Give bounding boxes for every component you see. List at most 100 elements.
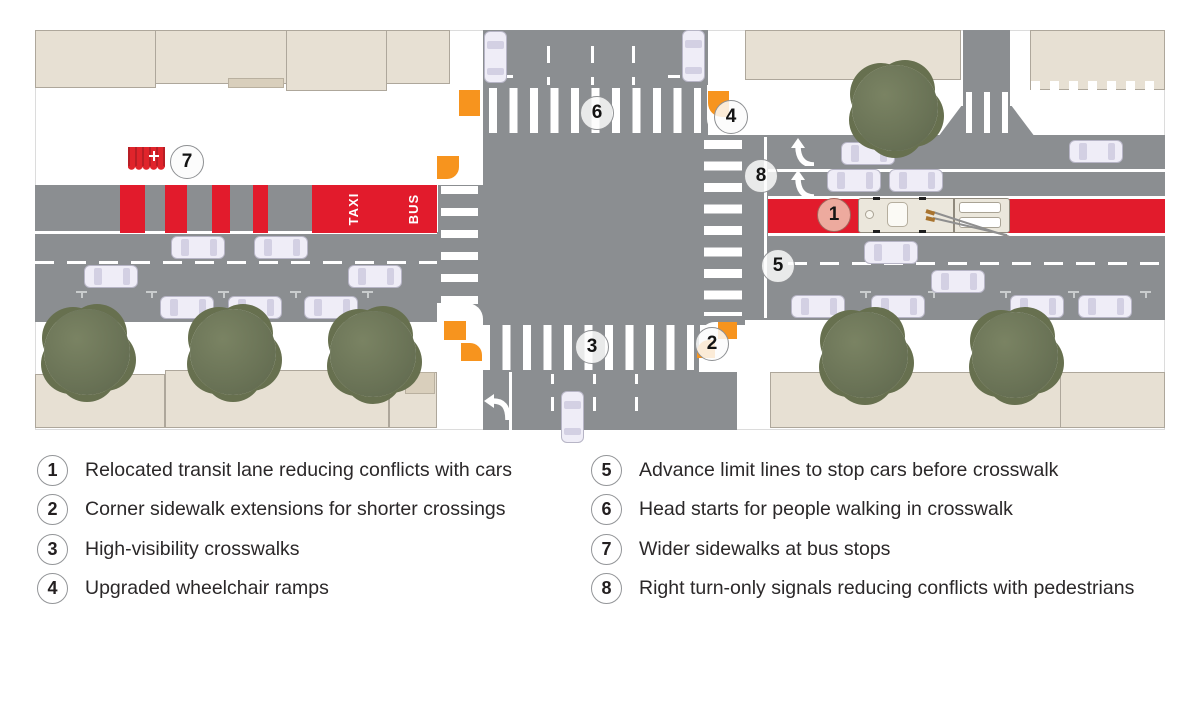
legend-item-1: 1 Relocated transit lane reducing confli… xyxy=(37,454,512,486)
advance-limit-tick xyxy=(668,75,680,78)
legend-number-7: 7 xyxy=(591,533,622,565)
car xyxy=(348,265,402,288)
building xyxy=(386,30,450,84)
legend-text-1: Relocated transit lane reducing conflict… xyxy=(85,458,513,481)
legend-item-7: 7 Wider sidewalks at bus stops xyxy=(591,533,890,565)
tree xyxy=(44,309,130,395)
transit-lane-west xyxy=(312,185,437,233)
car xyxy=(254,236,308,259)
bus-shelter-detail xyxy=(149,151,159,161)
map-callout-6: 6 xyxy=(580,96,614,130)
parked-car xyxy=(304,296,358,319)
vehicle-detail xyxy=(865,210,874,219)
car xyxy=(682,30,705,82)
bus-zone-stripe xyxy=(165,185,187,233)
building xyxy=(745,30,961,80)
lane-dash xyxy=(635,374,638,384)
legend-item-2: 2 Corner sidewalk extensions for shorter… xyxy=(37,493,506,525)
parked-car xyxy=(791,295,845,318)
wheelchair-ramp xyxy=(444,321,466,340)
legend-number-6: 6 xyxy=(591,493,622,525)
bus-zone-stripe xyxy=(253,185,268,233)
legend-text-2: Corner sidewalk extensions for shorter c… xyxy=(85,497,506,520)
lane-dash xyxy=(593,397,596,411)
lane-dash xyxy=(632,77,635,85)
parking-tee xyxy=(1068,291,1079,300)
car xyxy=(561,391,584,443)
building-step xyxy=(405,372,435,394)
wheelchair-ramp xyxy=(461,343,482,361)
bus-shelter-icon xyxy=(128,147,165,171)
parked-car xyxy=(160,296,214,319)
legend-item-5: 5 Advance limit lines to stop cars befor… xyxy=(591,454,1058,486)
parking-tee xyxy=(1140,291,1151,300)
tree xyxy=(972,312,1058,398)
legend-item-8: 8 Right turn-only signals reducing confl… xyxy=(591,572,1134,604)
vehicle-window xyxy=(959,202,1001,213)
legend-text-6: Head starts for people walking in crossw… xyxy=(639,497,1013,520)
lane-line xyxy=(768,196,1165,199)
car xyxy=(889,169,943,192)
road-south xyxy=(483,372,737,430)
parking-tee xyxy=(146,291,157,300)
lane-dash xyxy=(593,374,596,384)
lane-line xyxy=(768,169,1165,172)
intersection xyxy=(483,135,745,325)
parking-tee xyxy=(1000,291,1011,300)
turn-lane-line xyxy=(509,372,512,430)
legend-number-1: 1 xyxy=(37,454,68,486)
building-notched-edge xyxy=(1031,81,1164,90)
advance-limit-line xyxy=(764,137,767,318)
building xyxy=(155,30,287,84)
map-callout-3: 3 xyxy=(575,330,609,364)
vehicle-detail xyxy=(919,197,926,200)
legend-number-3: 3 xyxy=(37,533,68,565)
building xyxy=(35,30,156,88)
map-callout-5: 5 xyxy=(761,249,795,283)
crosswalk-west xyxy=(441,186,478,304)
car xyxy=(171,236,225,259)
advance-limit-tick xyxy=(501,75,513,78)
legend-item-6: 6 Head starts for people walking in cros… xyxy=(591,493,1013,525)
tree xyxy=(190,309,276,395)
vehicle-detail xyxy=(873,197,880,200)
parking-tee xyxy=(860,291,871,300)
crosswalk-driveway xyxy=(966,92,1008,133)
building xyxy=(770,372,1165,428)
center-dashed-line xyxy=(35,261,437,264)
parking-tee xyxy=(290,291,301,300)
vehicle-door xyxy=(887,202,908,227)
road-north xyxy=(483,30,708,88)
map-callout-2: 2 xyxy=(695,327,729,361)
parking-tee xyxy=(362,291,373,300)
wheelchair-ramp xyxy=(459,90,480,116)
lane-line xyxy=(768,233,1165,236)
lane-dash xyxy=(547,46,550,63)
building xyxy=(286,30,387,91)
parking-tee xyxy=(76,291,87,300)
map-callout-4: 4 xyxy=(714,100,748,134)
legend-text-3: High-visibility crosswalks xyxy=(85,537,300,560)
car xyxy=(484,31,507,83)
parked-car xyxy=(871,295,925,318)
parking-tee xyxy=(218,291,229,300)
left-turn-arrow-icon xyxy=(484,394,510,421)
parked-car xyxy=(1078,295,1132,318)
legend-text-7: Wider sidewalks at bus stops xyxy=(639,537,891,560)
lane-dash xyxy=(551,397,554,411)
legend-text-8: Right turn-only signals reducing conflic… xyxy=(639,576,1135,599)
lane-dash xyxy=(591,77,594,85)
vehicle-detail xyxy=(953,199,955,232)
bus-zone-stripe xyxy=(120,185,145,233)
lane-dash xyxy=(547,77,550,85)
tree xyxy=(330,311,416,397)
building xyxy=(1030,30,1165,90)
right-turn-arrow-icon xyxy=(791,170,815,198)
map-callout-8: 8 xyxy=(744,159,778,193)
car xyxy=(84,265,138,288)
bus-lane-label: BUS xyxy=(405,193,421,225)
car xyxy=(827,169,881,192)
center-dashed-line xyxy=(788,262,1165,265)
lane-dash xyxy=(551,374,554,384)
